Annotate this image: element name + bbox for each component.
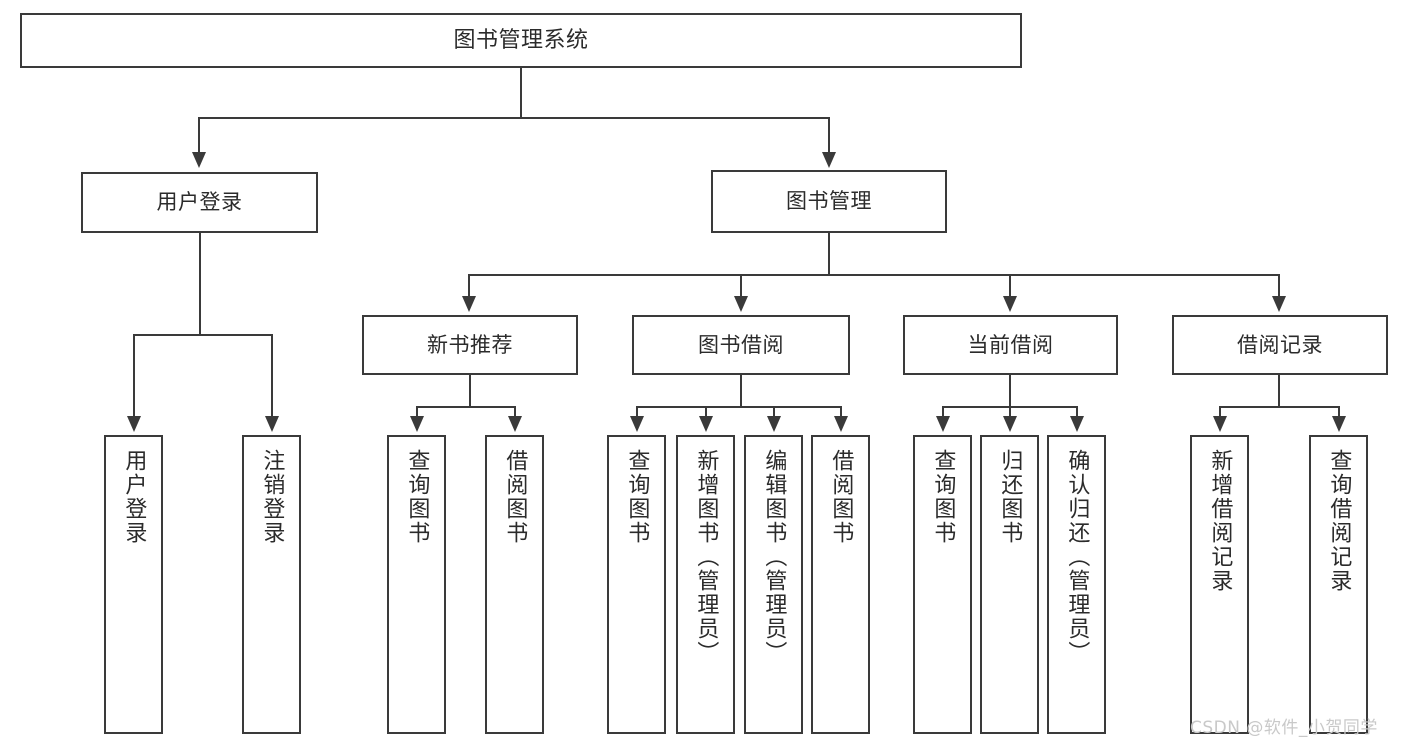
connector-current-borrow-leg-2 [1009,406,1011,418]
leaf-edit-book-admin[interactable]: 编辑图书（管理员） [744,435,803,734]
leaf-return-book[interactable]: 归还图书 [980,435,1039,734]
connector-book-borrow-leg-1 [636,406,638,418]
arrowhead-to-current-borrow [1003,296,1017,312]
node-label: 查询图书 [404,449,430,545]
connector-borrow-record-leg-2 [1338,406,1340,418]
arrowhead-to-borrow-record [1272,296,1286,312]
leaf-add-book-admin[interactable]: 新增图书（管理员） [676,435,735,734]
connector-book-borrow-leg-3 [773,406,775,418]
leaf-query-book-current[interactable]: 查询图书 [913,435,972,734]
node-label: 查询图书 [930,449,956,545]
leaf-add-borrow-record[interactable]: 新增借阅记录 [1190,435,1249,734]
arrowhead-to-leaf-query-book-3 [936,416,950,432]
connector-lvl3-leg-1 [468,274,470,298]
connector-root-bus [198,117,830,119]
node-label: 图书管理系统 [453,27,589,53]
leaf-query-borrow-record[interactable]: 查询借阅记录 [1309,435,1368,734]
leaf-query-book-recommend[interactable]: 查询图书 [387,435,446,734]
node-label: 当前借阅 [967,332,1054,357]
arrowhead-to-leaf-borrow-book-2 [834,416,848,432]
connector-book-borrow-stem [740,375,742,407]
node-label: 归还图书 [997,449,1023,545]
node-current-borrow[interactable]: 当前借阅 [903,315,1118,375]
node-label: 编辑图书（管理员） [761,449,787,665]
leaf-user-login[interactable]: 用户登录 [104,435,163,734]
arrowhead-to-user-login [192,152,206,168]
connector-current-borrow-stem [1009,375,1011,407]
arrowhead-to-leaf-edit-book [767,416,781,432]
node-new-book-recommend[interactable]: 新书推荐 [362,315,578,375]
arrowhead-to-leaf-logout [265,416,279,432]
node-label: 借阅图书 [502,449,528,545]
leaf-query-book-borrow[interactable]: 查询图书 [607,435,666,734]
arrowhead-to-leaf-add-book [699,416,713,432]
node-label: 新书推荐 [427,332,513,357]
connector-root-leg-right [828,117,830,155]
leaf-borrow-book-recommend[interactable]: 借阅图书 [485,435,544,734]
connector-borrow-record-stem [1278,375,1280,407]
connector-user-login-leg-1 [133,334,135,418]
connector-new-book-stem [469,375,471,407]
node-label: 新增图书（管理员） [693,449,719,665]
arrowhead-to-leaf-query-book-1 [410,416,424,432]
node-label: 注销登录 [259,449,285,545]
arrowhead-to-leaf-borrow-book-1 [508,416,522,432]
node-label: 图书借阅 [698,332,784,357]
connector-book-borrow-leg-2 [705,406,707,418]
connector-user-login-leg-2 [271,334,273,418]
connector-new-book-leg-1 [416,406,418,418]
node-label: 新增借阅记录 [1207,449,1233,593]
arrowhead-to-leaf-query-book-2 [630,416,644,432]
node-label: 确认归还（管理员） [1064,449,1090,665]
leaf-confirm-return-admin[interactable]: 确认归还（管理员） [1047,435,1106,734]
connector-root-leg-left [198,117,200,155]
arrowhead-to-leaf-confirm-return [1070,416,1084,432]
arrowhead-to-leaf-user-login [127,416,141,432]
connector-lvl3-leg-2 [740,274,742,298]
node-label: 用户登录 [121,449,147,545]
leaf-borrow-book[interactable]: 借阅图书 [811,435,870,734]
connector-user-login-stem [199,233,201,335]
connector-new-book-bus [416,406,516,408]
arrowhead-to-book-manage [822,152,836,168]
node-label: 借阅记录 [1237,332,1323,357]
node-label: 用户登录 [156,190,243,215]
node-label: 查询借阅记录 [1326,449,1352,593]
connector-book-management-bus [468,274,1280,276]
connector-lvl3-leg-4 [1278,274,1280,298]
arrowhead-to-leaf-return-book [1003,416,1017,432]
node-label: 图书管理 [786,189,872,214]
arrowhead-to-new-book-rec [462,296,476,312]
connector-book-borrow-bus [636,406,842,408]
arrowhead-to-leaf-add-record [1213,416,1227,432]
connector-borrow-record-leg-1 [1219,406,1221,418]
connector-user-login-bus [133,334,273,336]
node-user-login[interactable]: 用户登录 [81,172,318,233]
connector-current-borrow-leg-1 [942,406,944,418]
connector-borrow-record-bus [1219,406,1339,408]
connector-book-management-stem [828,233,830,275]
connector-lvl3-leg-3 [1009,274,1011,298]
node-book-borrow[interactable]: 图书借阅 [632,315,850,375]
node-root-system[interactable]: 图书管理系统 [20,13,1022,68]
node-label: 借阅图书 [828,449,854,545]
node-borrow-record[interactable]: 借阅记录 [1172,315,1388,375]
node-book-management[interactable]: 图书管理 [711,170,947,233]
connector-current-borrow-leg-3 [1076,406,1078,418]
node-label: 查询图书 [624,449,650,545]
connector-book-borrow-leg-4 [840,406,842,418]
arrowhead-to-leaf-query-record [1332,416,1346,432]
connector-new-book-leg-2 [514,406,516,418]
leaf-logout[interactable]: 注销登录 [242,435,301,734]
arrowhead-to-book-borrow [734,296,748,312]
connector-root-stem [520,68,522,118]
